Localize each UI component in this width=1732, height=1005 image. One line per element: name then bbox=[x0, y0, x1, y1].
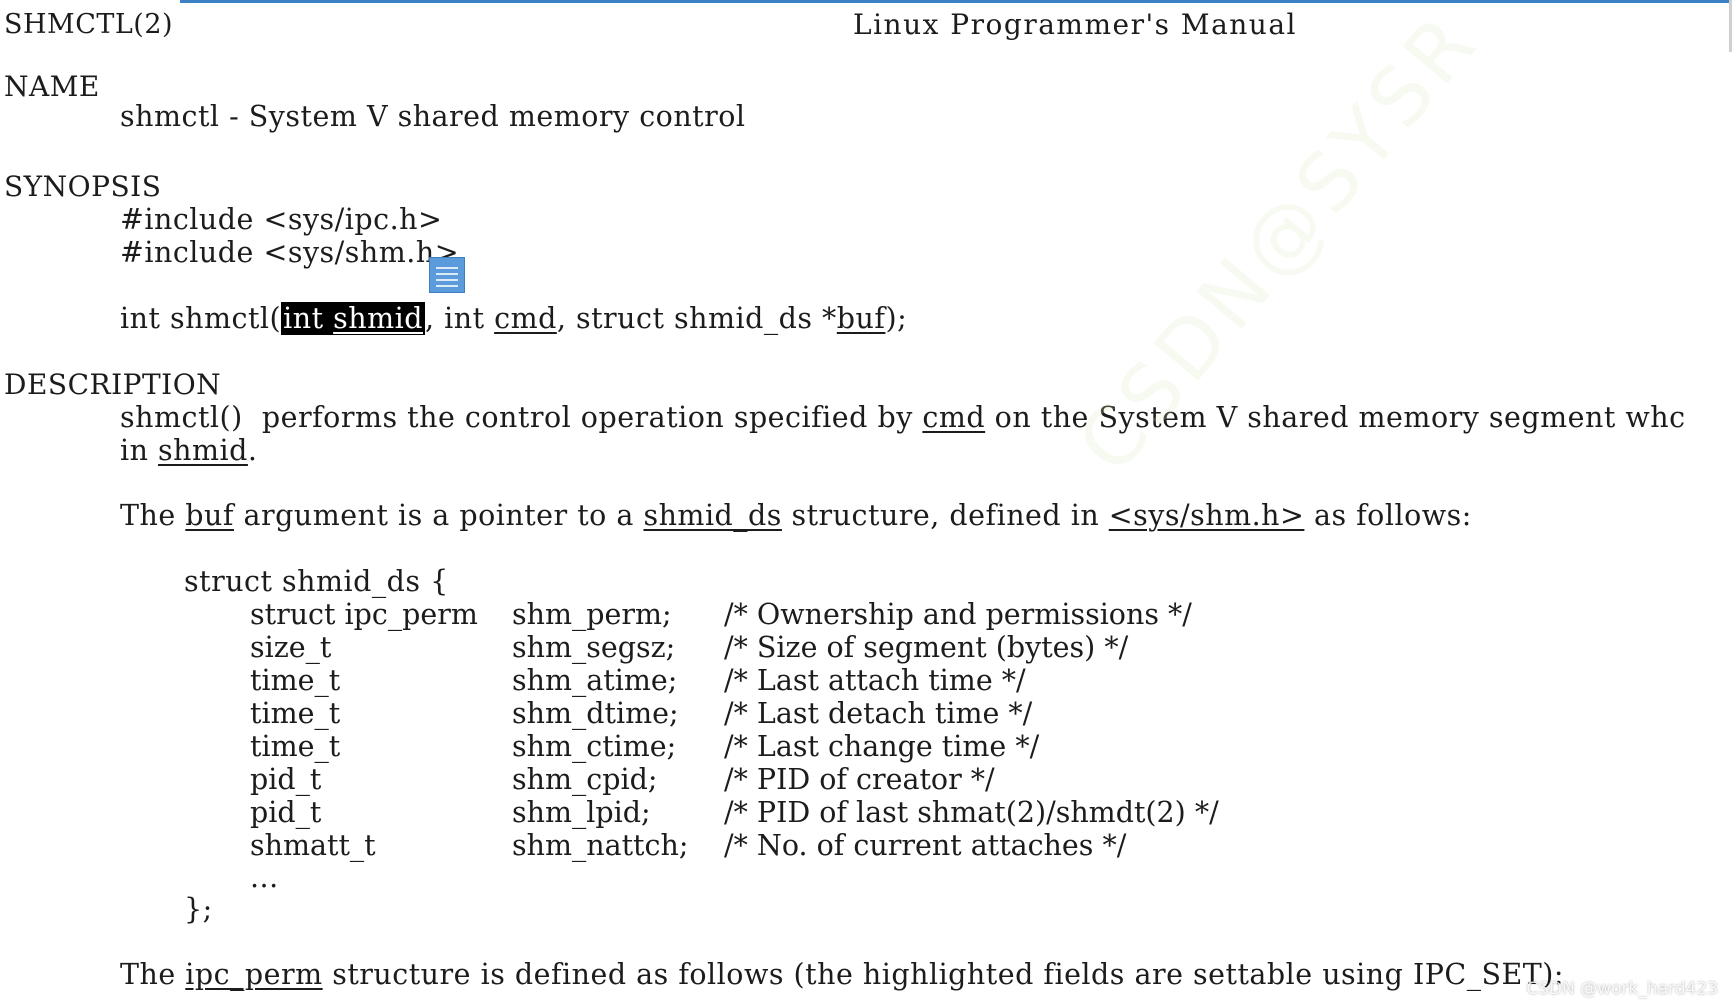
struct-field-row: time_t shm_ctime; /* Last change time */ bbox=[0, 730, 1400, 764]
field-type: shmatt_t bbox=[250, 829, 376, 862]
description-para3: The ipc_perm structure is defined as fol… bbox=[120, 958, 1564, 992]
field-name: shm_cpid; bbox=[512, 763, 658, 796]
include-shm: #include <sys/shm.h> bbox=[120, 236, 460, 269]
struct-field-row: pid_t shm_lpid; /* PID of last shmat(2)/sh… bbox=[0, 796, 1400, 830]
field-name: shm_perm; bbox=[512, 598, 672, 631]
para1-cmd: cmd bbox=[922, 401, 986, 434]
proto-sep1: , int bbox=[425, 302, 495, 335]
para2-mid2: structure, defined in bbox=[781, 499, 1109, 532]
top-left-blank bbox=[0, 0, 180, 4]
proto-cmd: cmd bbox=[494, 302, 557, 335]
section-heading-name: NAME bbox=[4, 70, 100, 103]
field-name: shm_lpid; bbox=[512, 796, 651, 829]
para2-buf: buf bbox=[185, 499, 234, 532]
struct-field-row: pid_t shm_cpid; /* PID of creator */ bbox=[0, 763, 1400, 797]
para1-line2-prefix: in bbox=[120, 434, 159, 467]
para1-text: performs the control operation specified… bbox=[242, 401, 923, 434]
para3-mid: structure is defined as follows (the hig… bbox=[322, 958, 1413, 991]
page-header-left: SHMCTL(2) bbox=[4, 9, 174, 40]
field-name: shm_ctime; bbox=[512, 730, 677, 763]
field-comment: /* No. of current attaches */ bbox=[724, 829, 1127, 862]
para2-suffix: as follows: bbox=[1304, 499, 1472, 532]
section-heading-synopsis: SYNOPSIS bbox=[4, 170, 162, 203]
field-type: size_t bbox=[250, 631, 332, 664]
field-comment: /* PID of last shmat(2)/shmdt(2) */ bbox=[724, 796, 1219, 829]
field-comment: /* Ownership and permissions */ bbox=[724, 598, 1192, 631]
field-comment: /* Last attach time */ bbox=[724, 664, 1026, 697]
right-edge-scrollbar[interactable] bbox=[1729, 0, 1732, 52]
para3-ipc-set: IPC_SET bbox=[1412, 958, 1543, 991]
field-name: shm_nattch; bbox=[512, 829, 689, 862]
para2-header: <sys/shm.h> bbox=[1108, 499, 1305, 532]
field-type: time_t bbox=[250, 697, 341, 730]
credit-watermark: CSDN @work_hard423 bbox=[1526, 979, 1718, 999]
struct-field-row: size_t shm_segsz; /* Size of segment (byte… bbox=[0, 631, 1400, 665]
para2-mid: argument is a pointer to a bbox=[233, 499, 644, 532]
proto-suffix: ); bbox=[885, 302, 908, 335]
para2-prefix: The bbox=[120, 499, 186, 532]
para3-suffix: ): bbox=[1542, 958, 1565, 991]
field-comment: /* PID of creator */ bbox=[724, 763, 995, 796]
selected-shmid: shmid bbox=[333, 302, 423, 335]
function-prototype: int shmctl(int shmid, int cmd, struct sh… bbox=[120, 302, 907, 336]
field-type: pid_t bbox=[250, 763, 322, 796]
page-header-center: Linux Programmer's Manual bbox=[853, 8, 1297, 41]
para3-prefix: The bbox=[120, 958, 186, 991]
description-para2: The buf argument is a pointer to a shmid… bbox=[120, 499, 1472, 533]
proto-sep2: , struct shmid_ds * bbox=[556, 302, 837, 335]
para2-shmid-ds: shmid_ds bbox=[643, 499, 782, 532]
para1-shmid: shmid bbox=[158, 434, 248, 467]
description-para1-line1: shmctl() performs the control operation … bbox=[120, 401, 1686, 435]
para1-line2-suffix: . bbox=[247, 434, 258, 467]
proto-buf: buf bbox=[836, 302, 886, 335]
name-description: shmctl - System V shared memory control bbox=[120, 100, 746, 133]
field-type: time_t bbox=[250, 730, 341, 763]
struct-close: }; bbox=[184, 893, 213, 926]
field-comment: /* Last change time */ bbox=[724, 730, 1040, 763]
document-lines-icon[interactable] bbox=[429, 257, 465, 293]
struct-field-row: time_t shm_dtime; /* Last detach time */ bbox=[0, 697, 1400, 731]
field-comment: /* Size of segment (bytes) */ bbox=[724, 631, 1129, 664]
struct-field-row: struct ipc_perm shm_perm; /* Ownership and… bbox=[0, 598, 1400, 632]
struct-field-row: time_t shm_atime; /* Last attach time */ bbox=[0, 664, 1400, 698]
description-para1-line2: in shmid. bbox=[120, 434, 257, 468]
para1-text2: on the System V shared memory segment wh… bbox=[985, 401, 1686, 434]
struct-ellipsis: ... bbox=[250, 861, 279, 894]
struct-open: struct shmid_ds { bbox=[184, 565, 449, 598]
include-ipc: #include <sys/ipc.h> bbox=[120, 203, 443, 236]
section-heading-description: DESCRIPTION bbox=[4, 368, 222, 401]
field-comment: /* Last detach time */ bbox=[724, 697, 1033, 730]
field-type: struct ipc_perm bbox=[250, 598, 478, 631]
struct-field-row: shmatt_t shm_nattch; /* No. of current att… bbox=[0, 829, 1400, 863]
proto-prefix: int shmctl( bbox=[120, 302, 282, 335]
field-name: shm_atime; bbox=[512, 664, 678, 697]
window-top-border bbox=[180, 0, 1732, 3]
field-name: shm_dtime; bbox=[512, 697, 679, 730]
func-name: shmctl() bbox=[120, 401, 243, 434]
selected-text[interactable]: int shmid bbox=[281, 302, 425, 335]
field-type: pid_t bbox=[250, 796, 322, 829]
para3-ipc-perm: ipc_perm bbox=[185, 958, 323, 991]
field-name: shm_segsz; bbox=[512, 631, 676, 664]
selected-type: int bbox=[283, 302, 334, 335]
field-type: time_t bbox=[250, 664, 341, 697]
